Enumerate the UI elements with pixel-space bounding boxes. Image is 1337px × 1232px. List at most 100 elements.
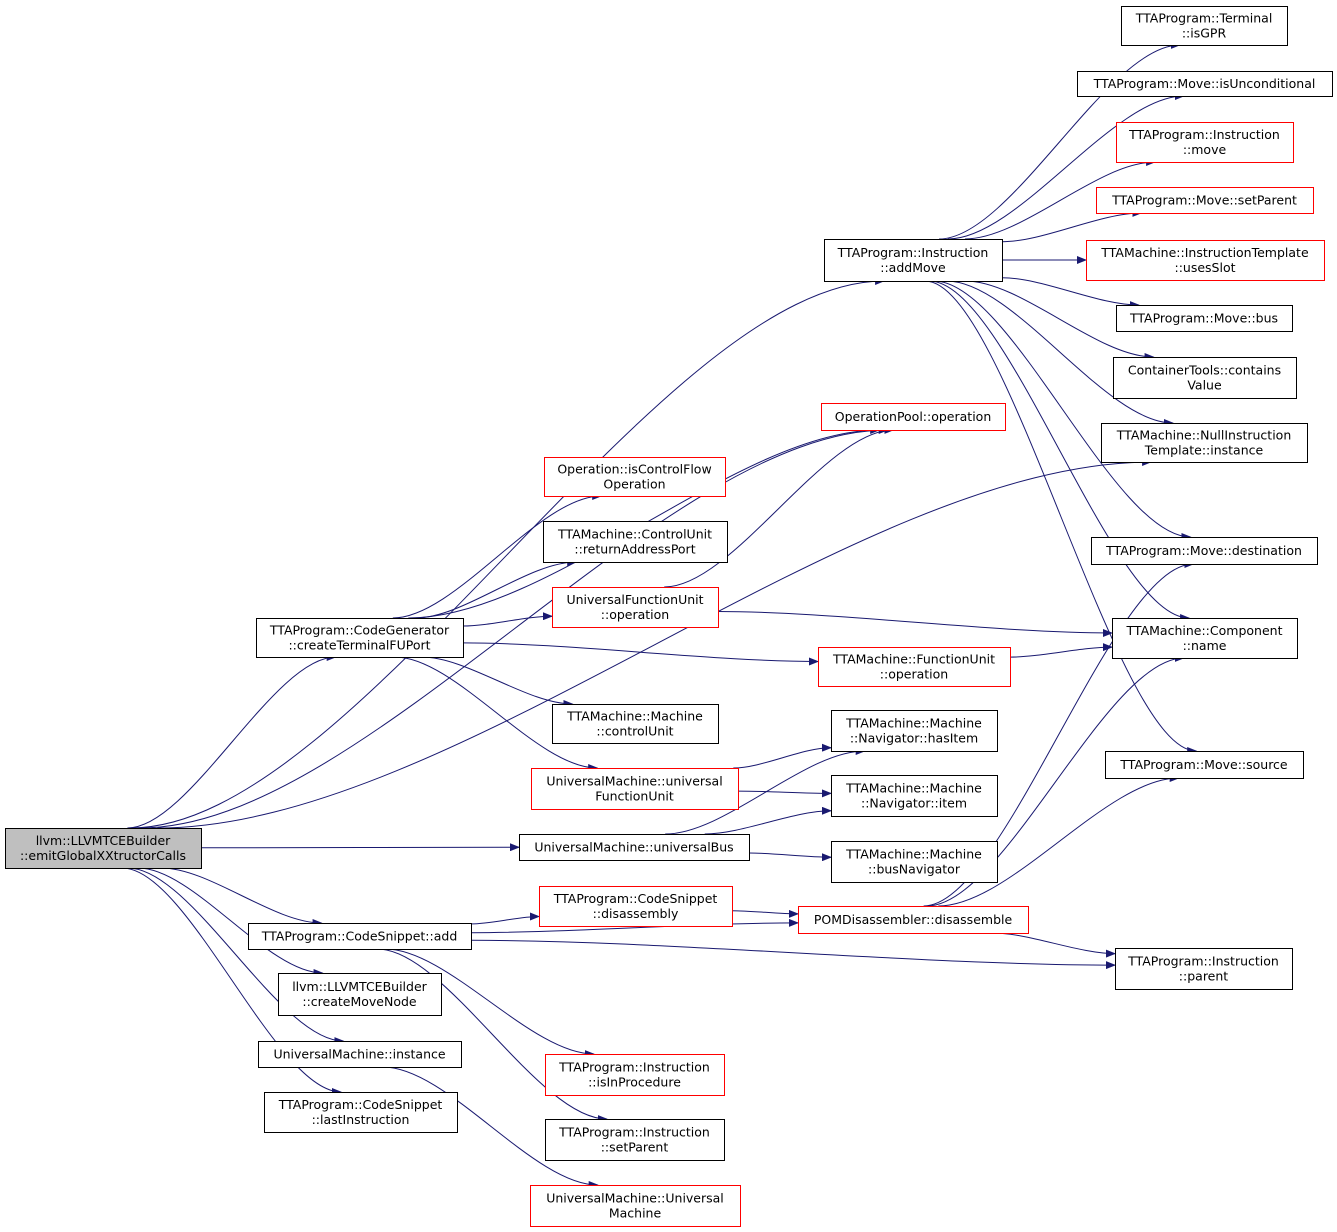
node-label: Machine: [609, 1206, 662, 1221]
node-label: TTAMachine::InstructionTemplate: [1100, 245, 1309, 260]
node-label: ::isInProcedure: [588, 1075, 681, 1090]
node-lastInstr[interactable]: TTAProgram::CodeSnippet::lastInstruction: [264, 1092, 458, 1133]
node-box: [1121, 6, 1288, 46]
node-box: [264, 1092, 458, 1133]
node-opPool[interactable]: OperationPool::operation: [821, 403, 1006, 431]
node-box: [798, 906, 1029, 934]
edge-addMove-to-moveSetParent: [1001, 209, 1143, 243]
nodes-layer: llvm::LLVMTCEBuilder::emitGlobalXXtructo…: [5, 6, 1333, 1227]
node-label: ::operation: [601, 607, 669, 622]
node-instrMove[interactable]: TTAProgram::Instruction::move: [1116, 122, 1294, 163]
node-isGPR[interactable]: TTAProgram::Terminal::isGPR: [1121, 6, 1288, 46]
node-instrSetParent[interactable]: TTAProgram::Instruction::setParent: [545, 1119, 725, 1161]
node-busNav[interactable]: TTAMachine::Machine::busNavigator: [831, 841, 998, 883]
node-label: ::operation: [880, 667, 948, 682]
node-label: ::disassembly: [593, 906, 679, 921]
edge-pomDisasm-to-destination: [923, 560, 1195, 907]
node-box: [1105, 751, 1304, 779]
edge-pomDisasm-to-moveSource: [938, 774, 1180, 907]
node-root[interactable]: llvm::LLVMTCEBuilder::emitGlobalXXtructo…: [5, 828, 202, 869]
edge-addMove-to-isUnconditional: [947, 92, 1185, 240]
node-snippetAdd[interactable]: TTAProgram::CodeSnippet::add: [248, 923, 472, 950]
edge-root-to-createMoveNode: [138, 867, 324, 977]
node-label: ::lastInstruction: [312, 1112, 410, 1127]
node-label: Value: [1187, 378, 1222, 393]
node-label: TTAProgram::Instruction: [558, 1125, 710, 1140]
node-box: [1113, 357, 1297, 399]
node-returnAddr[interactable]: TTAMachine::ControlUnit::returnAddressPo…: [543, 521, 728, 563]
node-box: [278, 973, 442, 1016]
node-navItem[interactable]: TTAMachine::Machine::Navigator::item: [831, 775, 998, 817]
edge-ufuOperation-to-componentName: [717, 611, 1113, 637]
edge-addMove-to-nullInstr: [946, 280, 1174, 427]
node-moveSource[interactable]: TTAProgram::Move::source: [1105, 751, 1304, 779]
node-createTerminal[interactable]: TTAProgram::CodeGenerator::createTermina…: [256, 618, 464, 658]
node-controlUnit[interactable]: TTAMachine::Machine::controlUnit: [552, 704, 719, 744]
edge-addMove-to-moveBus: [1001, 277, 1140, 309]
node-label: OperationPool::operation: [835, 409, 992, 424]
node-nullInstr[interactable]: TTAMachine::NullInstructionTemplate::ins…: [1101, 423, 1308, 463]
node-label: ::Navigator::item: [861, 796, 967, 811]
node-pomDisasm[interactable]: POMDisassembler::disassemble: [798, 906, 1029, 934]
node-moveSetParent[interactable]: TTAProgram::Move::setParent: [1096, 187, 1314, 214]
node-addMove[interactable]: TTAProgram::Instruction::addMove: [824, 239, 1003, 282]
node-isInProcedure[interactable]: TTAProgram::Instruction::isInProcedure: [545, 1054, 725, 1096]
node-ufuOperation[interactable]: UniversalFunctionUnit::operation: [552, 587, 719, 628]
node-moveBus[interactable]: TTAProgram::Move::bus: [1116, 305, 1293, 332]
node-componentName[interactable]: TTAMachine::Component::name: [1112, 618, 1298, 659]
node-label: TTAProgram::CodeSnippet: [553, 891, 718, 906]
node-isUnconditional[interactable]: TTAProgram::Move::isUnconditional: [1077, 71, 1333, 97]
node-label: TTAMachine::NullInstruction: [1116, 428, 1292, 443]
edge-addMove-to-instrMove: [964, 158, 1157, 240]
node-label: llvm::LLVMTCEBuilder: [36, 833, 171, 848]
node-label: ::returnAddressPort: [574, 542, 695, 557]
node-box: [831, 841, 998, 883]
node-box: [530, 1185, 741, 1227]
node-box: [1116, 122, 1294, 163]
node-label: UniversalMachine::universal: [546, 774, 722, 789]
edge-univBus-to-navItem: [704, 806, 832, 835]
edge-root-to-univBus: [200, 843, 520, 852]
node-umInstance[interactable]: UniversalMachine::instance: [258, 1041, 462, 1068]
node-createMoveNode[interactable]: llvm::LLVMTCEBuilder::createMoveNode: [278, 973, 442, 1016]
node-label: TTAProgram::CodeSnippet: [278, 1097, 443, 1112]
node-label: ::controlUnit: [596, 724, 673, 739]
node-label: UniversalMachine::Universal: [546, 1191, 724, 1206]
edge-pomDisasm-to-instrParent: [992, 932, 1116, 958]
edge-snippetDisasm-to-pomDisasm: [731, 909, 799, 918]
edge-createTerminal-to-isControlFlow: [392, 492, 603, 619]
node-univBus[interactable]: UniversalMachine::universalBus: [519, 834, 750, 861]
node-label: Template::instance: [1144, 443, 1264, 458]
node-box: [824, 239, 1003, 282]
node-label: TTAProgram::Instruction: [1127, 954, 1279, 969]
node-box: [1091, 537, 1318, 565]
node-label: ::isGPR: [1182, 26, 1227, 41]
node-hasItem[interactable]: TTAMachine::Machine::Navigator::hasItem: [831, 710, 998, 752]
node-instrParent[interactable]: TTAProgram::Instruction::parent: [1115, 948, 1293, 990]
edge-addMove-to-containsValue: [965, 280, 1155, 361]
node-label: TTAMachine::FunctionUnit: [832, 652, 995, 667]
edge-ufuOperation-to-opPool: [664, 426, 895, 588]
edge-umInstance-to-univMachine: [383, 1066, 599, 1189]
node-label: TTAMachine::ControlUnit: [557, 527, 712, 542]
edge-addMove-to-destination: [933, 280, 1192, 541]
node-snippetDisasm[interactable]: TTAProgram::CodeSnippet::disassembly: [539, 886, 733, 927]
node-label: TTAProgram::Instruction: [1128, 127, 1280, 142]
node-label: Operation::isControlFlow: [557, 462, 711, 477]
node-label: ::name: [1183, 638, 1227, 653]
node-box: [258, 1041, 462, 1068]
node-box: [545, 1054, 725, 1096]
node-univMachine[interactable]: UniversalMachine::UniversalMachine: [530, 1185, 741, 1227]
node-usesSlot[interactable]: TTAMachine::InstructionTemplate::usesSlo…: [1086, 240, 1325, 281]
edge-root-to-umInstance: [127, 867, 345, 1045]
node-fuOperation[interactable]: TTAMachine::FunctionUnit::operation: [818, 647, 1011, 687]
node-label: TTAProgram::Move::setParent: [1111, 193, 1297, 208]
node-box: [1112, 618, 1298, 659]
edge-addMove-to-moveSource: [925, 280, 1198, 755]
node-box: [552, 704, 719, 744]
edge-univFU-to-navItem: [737, 789, 832, 798]
node-destination[interactable]: TTAProgram::Move::destination: [1091, 537, 1318, 565]
